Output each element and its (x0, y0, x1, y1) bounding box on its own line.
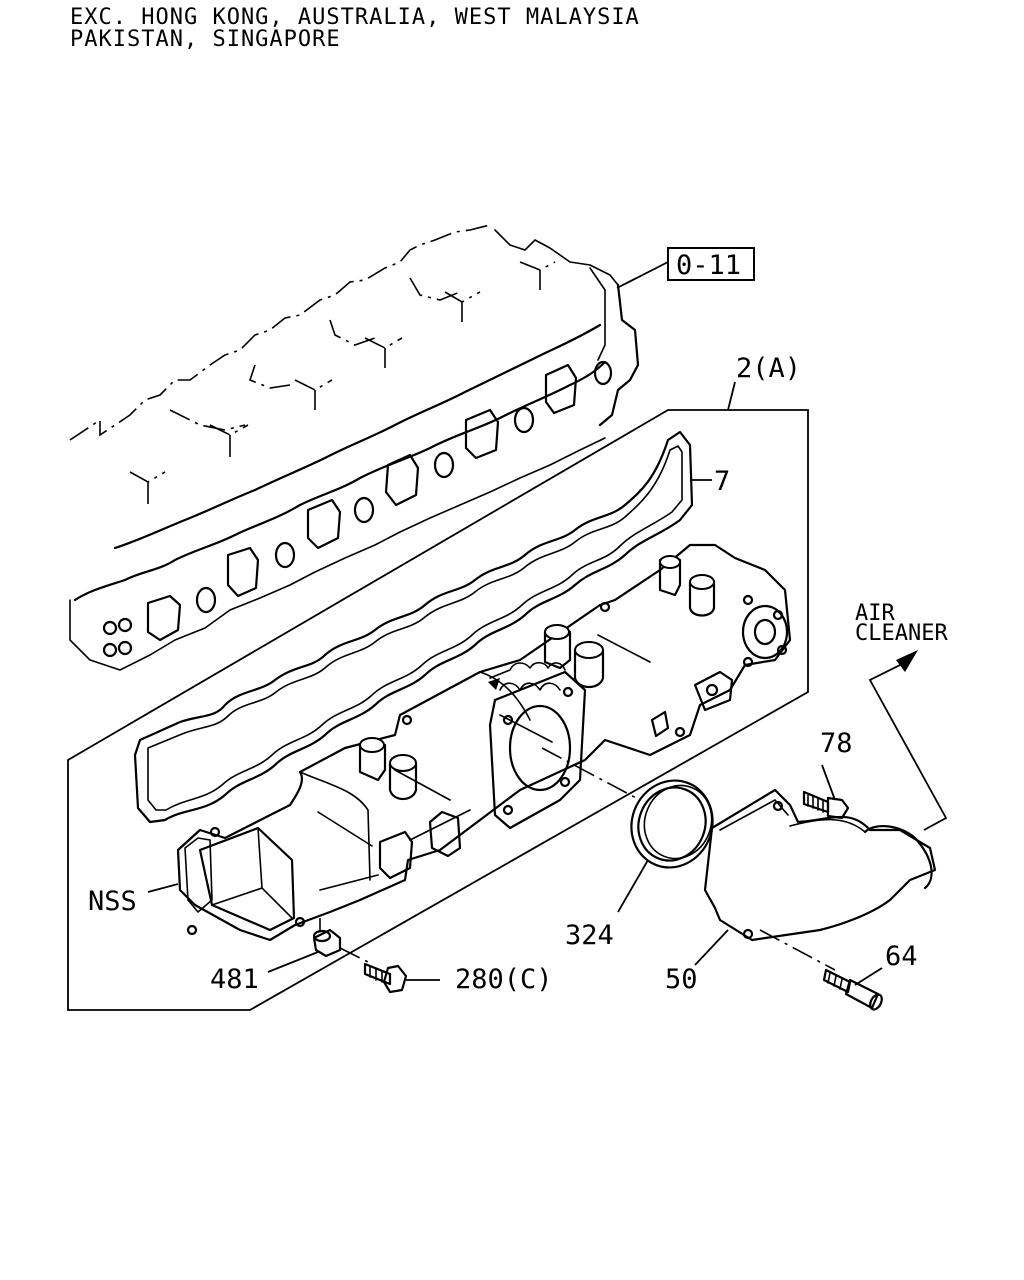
callout-plug-481: 481 (210, 964, 259, 995)
cylinder-head-phantom (69, 224, 640, 671)
plug-481 (312, 918, 369, 963)
callout-seal: 324 (565, 920, 614, 951)
reference-box-0-11: 0-11 (616, 247, 755, 289)
intake-manifold-gasket (133, 430, 694, 824)
callout-nss: NSS (88, 886, 137, 917)
header-line-2: PAKISTAN, SINGAPORE (70, 27, 341, 52)
callout-air-line1: AIR (855, 601, 895, 626)
callout-stud-64: 64 (885, 941, 918, 972)
stud-64 (822, 968, 883, 1011)
callout-adapter: 50 (665, 964, 698, 995)
callout-bolt-78: 78 (820, 728, 853, 759)
callout-assembly: 2(A) (736, 353, 801, 384)
callout-bolt-280c: 280(C) (455, 964, 553, 995)
seal-ring-324 (630, 779, 714, 869)
bolt-78 (802, 790, 850, 820)
intake-manifold (176, 543, 792, 942)
header-line-1: EXC. HONG KONG, AUSTRALIA, WEST MALAYSIA (70, 5, 640, 30)
bolt-280c (363, 962, 408, 994)
air-cleaner-direction (868, 650, 948, 831)
reference-box-label: 0-11 (676, 250, 741, 281)
callout-air-line2: CLEANER (855, 621, 948, 646)
assembly-bracket (67, 381, 809, 1011)
callout-gasket: 7 (714, 466, 730, 497)
air-cleaner-adapter-50 (703, 788, 937, 971)
